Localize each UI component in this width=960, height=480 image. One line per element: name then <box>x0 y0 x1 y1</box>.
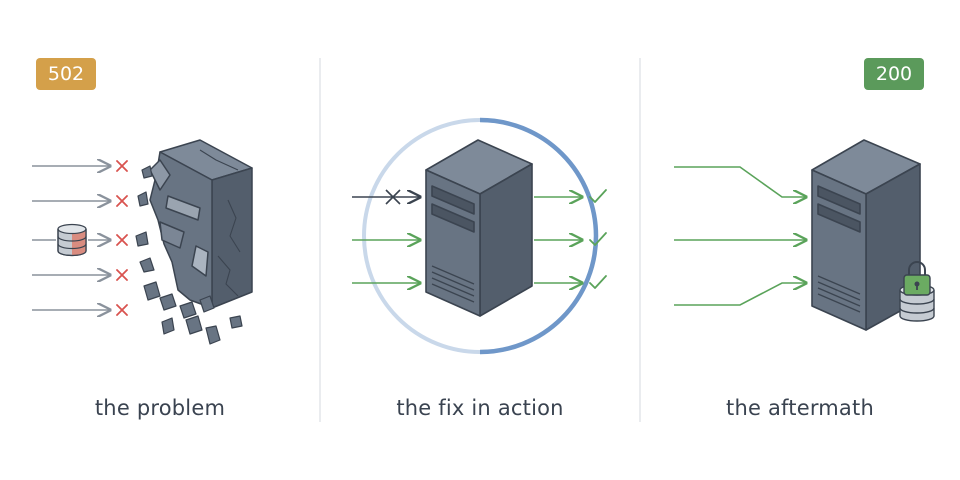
caption-problem: the problem <box>94 396 226 420</box>
panel-aftermath <box>674 139 935 331</box>
panel-fix <box>352 117 607 355</box>
allowed-requests-in <box>352 240 420 283</box>
allowed-requests-out <box>534 197 582 283</box>
routed-requests <box>674 166 806 306</box>
panel-problem <box>32 139 253 345</box>
protection-ring-progress <box>479 117 599 355</box>
caption-fix: the fix in action <box>396 396 564 420</box>
server-icon <box>425 139 533 317</box>
padlock-icon <box>899 261 935 322</box>
caption-aftermath: the aftermath <box>726 396 874 420</box>
blocked-request <box>352 189 420 205</box>
incoming-requests <box>32 166 110 310</box>
check-icon <box>589 189 607 289</box>
server-debris <box>135 165 243 345</box>
broken-server <box>149 139 253 309</box>
database-icon <box>57 223 87 257</box>
server-icon <box>811 139 921 331</box>
status-badge-502: 502 <box>36 58 96 90</box>
status-badge-200: 200 <box>864 58 924 90</box>
cross-icon <box>116 160 128 316</box>
